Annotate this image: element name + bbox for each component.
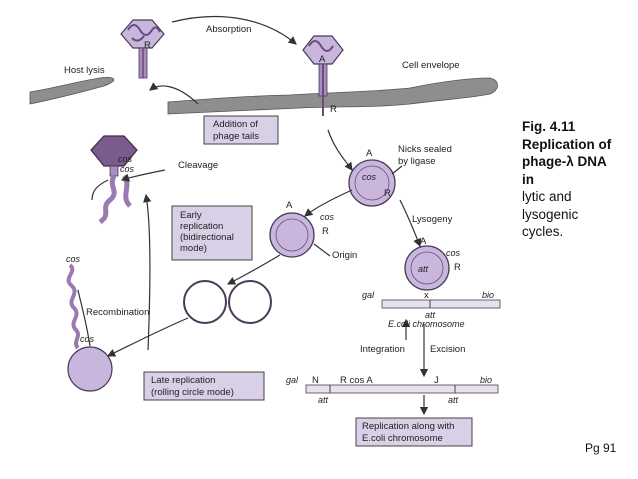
- label-cos-concatemer: cos: [66, 254, 81, 264]
- label-cos-lysogen: cos: [446, 248, 461, 258]
- caption-normal-2: lysogenic: [522, 206, 579, 222]
- box-late-replication: Late replication (rolling circle mode): [143, 371, 265, 401]
- integrated-prophage-bar: [305, 384, 499, 394]
- label-absorption: Absorption: [206, 24, 251, 35]
- label-bio-top: bio: [482, 290, 494, 300]
- label-nicks-1: Nicks sealed: [398, 144, 452, 155]
- box-addition-of-phage-tails: Addition of phage tails: [203, 115, 279, 145]
- host-envelope-fragment: [29, 77, 115, 105]
- label-r-nicked: R: [384, 188, 391, 199]
- label-r-cos-a: R cos A: [340, 375, 373, 386]
- label-n: N: [312, 375, 319, 386]
- caption-normal-3: cycles.: [522, 224, 564, 239]
- label-cos-circle: cos: [80, 334, 95, 344]
- phage-head-cleavage: [90, 135, 138, 225]
- box-along-line-2: E.coli chromosome: [362, 433, 443, 444]
- box-along-line-1: Replication along with: [362, 421, 454, 432]
- caption-bold-4: in: [522, 171, 534, 187]
- label-a-nicked: A: [366, 148, 373, 159]
- box-early-line-3: (bidirectional: [180, 232, 234, 243]
- box-late-line-2: (rolling circle mode): [151, 387, 234, 398]
- label-att-chrom: att: [425, 310, 436, 320]
- caption-bold-3: phage-λ DNA: [522, 154, 607, 169]
- label-gal-bottom: gal: [286, 375, 299, 385]
- box-early-line-4: mode): [180, 243, 207, 254]
- label-recombination: Recombination: [86, 307, 149, 318]
- theta-replication: [183, 280, 272, 324]
- label-ecoli-chromosome: E.coli chromosome: [388, 319, 465, 329]
- label-bio-bottom: bio: [480, 375, 492, 385]
- box-early-line-1: Early: [180, 210, 202, 221]
- label-a-early: A: [286, 200, 293, 211]
- diagram-labels: Absorption Host lysis Cell envelope Clea…: [64, 24, 494, 405]
- label-cos-early: cos: [320, 212, 335, 222]
- label-excision: Excision: [430, 344, 465, 355]
- label-att-right: att: [448, 395, 459, 405]
- label-att-lysogen: att: [418, 264, 429, 274]
- label-x: x: [424, 290, 429, 301]
- label-gal-top: gal: [362, 290, 375, 300]
- box-early-line-2: replication: [180, 221, 223, 232]
- label-r-lysogen: R: [454, 262, 461, 273]
- label-r-envelope: R: [330, 104, 337, 115]
- label-cleavage: Cleavage: [178, 160, 218, 171]
- phage-head-top-left: [120, 19, 165, 79]
- page-number: Pg 91: [585, 441, 617, 455]
- box-late-line-1: Late replication: [151, 375, 215, 386]
- label-cos-cleave-1: cos: [118, 154, 133, 164]
- caption-bold-2: Replication of: [522, 136, 612, 152]
- circular-dna-lysogen: [404, 245, 450, 291]
- circular-dna-nicked: [348, 159, 396, 207]
- caption-normal-1: lytic and: [522, 189, 572, 204]
- cell-envelope: [167, 77, 498, 115]
- box-tails-line-2: phage tails: [213, 131, 259, 142]
- label-a-lysogen: A: [420, 236, 427, 247]
- circular-dna-early: [269, 212, 315, 258]
- label-j: J: [434, 375, 439, 386]
- ecoli-chromosome-bar: [381, 299, 501, 309]
- label-host-lysis: Host lysis: [64, 65, 105, 76]
- label-r-early: R: [322, 226, 329, 237]
- figure-caption: Fig. 4.11 Replication of phage-λ DNA in …: [522, 118, 634, 241]
- concatemer-dna: [66, 263, 113, 392]
- label-cos-cleave-2: cos: [120, 164, 135, 174]
- label-cos-nicked: cos: [362, 172, 377, 182]
- box-tails-line-1: Addition of: [213, 119, 258, 130]
- label-att-left: att: [318, 395, 329, 405]
- box-early-replication: Early replication (bidirectional mode): [171, 205, 253, 261]
- caption-bold-1: Fig. 4.11: [522, 119, 576, 134]
- label-integration: Integration: [360, 344, 405, 355]
- label-lysogeny: Lysogeny: [412, 214, 453, 225]
- phage-head-top-right: [302, 35, 344, 116]
- cycle-arrows: [77, 15, 429, 416]
- label-r-top: R: [144, 40, 151, 51]
- box-replication-along-chromosome: Replication along with E.coli chromosome: [355, 417, 473, 447]
- label-a-top: A: [319, 54, 326, 65]
- label-nicks-2: by ligase: [398, 156, 436, 167]
- label-origin: Origin: [332, 250, 357, 261]
- label-cell-envelope: Cell envelope: [402, 60, 460, 71]
